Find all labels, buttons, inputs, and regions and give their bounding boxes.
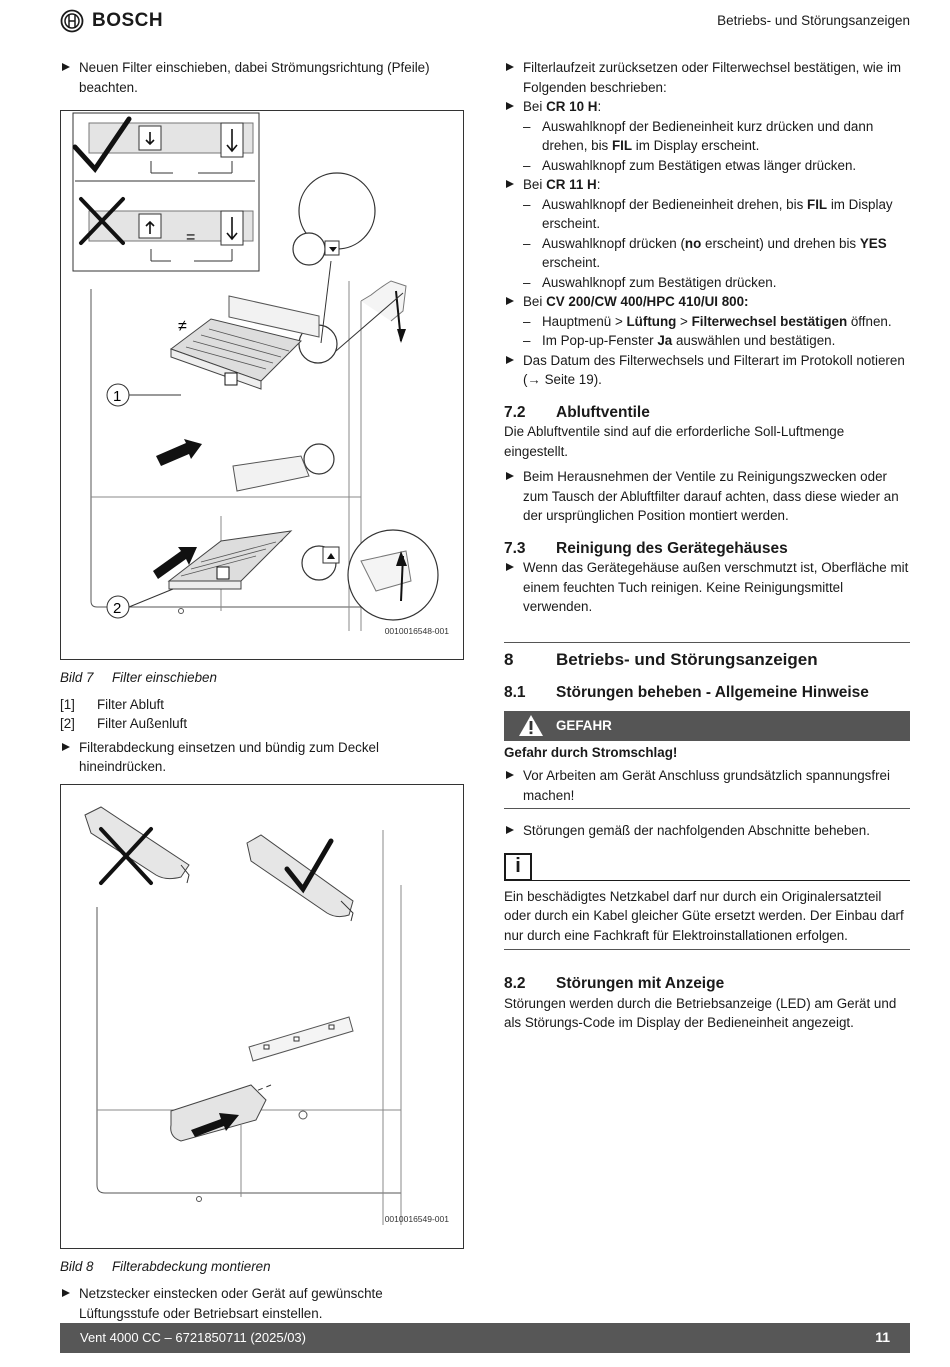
footer-doc-info: Vent 4000 CC – 6721850711 (2025/03) <box>80 1330 306 1346</box>
cr10-substep: Auswahlknopf zum Bestätigen etwas länger… <box>504 156 910 176</box>
step-cr10: Bei CR 10 H: <box>504 97 910 117</box>
page-number: 11 <box>875 1329 890 1346</box>
legend-item: [1] Filter Abluft <box>60 696 164 712</box>
section-7-3-bullet: Wenn das Gerätegehäuse außen verschmutzt… <box>504 558 910 617</box>
cr10-substep: Auswahlknopf der Bedieneinheit kurz drüc… <box>504 117 910 156</box>
info-notice-header: i <box>504 852 910 881</box>
page-footer: Vent 4000 CC – 6721850711 (2025/03) 11 <box>60 1323 910 1353</box>
step-insert-filter: Neuen Filter einschieben, dabei Strömung… <box>60 58 464 97</box>
section-8-1-heading: 8.1 Störungen beheben - Allgemeine Hinwe… <box>504 684 869 701</box>
step-insert-cover: Filterabdeckung einsetzen und bündig zum… <box>60 738 464 777</box>
danger-bullet: Vor Arbeiten am Gerät Anschluss grundsät… <box>504 766 910 805</box>
callout-1: 1 <box>113 388 121 405</box>
cr11-substep: Auswahlknopf zum Bestätigen drücken. <box>504 273 910 293</box>
info-rule <box>532 879 910 881</box>
brand-name: BOSCH <box>92 10 164 32</box>
figure-7-caption: Bild 7 Filter einschieben <box>60 668 464 688</box>
callout-2: 2 <box>113 600 121 617</box>
left-column: Neuen Filter einschieben, dabei Strömung… <box>60 58 464 1323</box>
figure-7-label: Bild 7 <box>60 670 94 685</box>
section-7-2-text: Die Abluftventile sind auf die erforderl… <box>504 424 845 459</box>
figure-8: 0010016549-001 <box>60 783 464 1249</box>
section-8-1-bullet: Störungen gemäß der nachfolgenden Abschn… <box>504 821 910 841</box>
section-7-3-heading: 7.3 Reinigung des Gerätegehäuses <box>504 539 788 557</box>
info-text: Ein beschädigtes Netzkabel darf nur durc… <box>504 888 904 943</box>
section-7-2-bullet: Beim Herausnehmen der Ventile zu Reinigu… <box>504 467 910 526</box>
neq-symbol: ≠ <box>178 318 187 335</box>
figure-8-label: Bild 8 <box>60 1258 94 1274</box>
step-reset-filter: Filterlaufzeit zurücksetzen oder Filterw… <box>504 58 910 97</box>
figure-8-id: 0010016549-001 <box>384 1214 449 1224</box>
figure-8-caption: Bild 8 Filterabdeckung montieren <box>60 1257 464 1277</box>
info-icon: i <box>504 852 532 881</box>
step-plug-in: Netzstecker einstecken oder Gerät auf ge… <box>60 1284 464 1323</box>
section-8-rule <box>504 641 910 643</box>
step-cr11: Bei CR 11 H: <box>504 175 910 195</box>
brand-logo: BOSCH <box>60 8 163 34</box>
danger-end-rule <box>504 808 910 809</box>
step-protocol: Das Datum des Filterwechsels und Filtera… <box>504 351 910 390</box>
header-section-title: Betriebs- und Störungsanzeigen <box>717 13 910 28</box>
danger-label: GEFAHR <box>556 717 612 733</box>
cr11-substep: Auswahlknopf drücken (no erscheint) und … <box>504 234 910 273</box>
warning-icon <box>519 715 543 736</box>
danger-title: Gefahr durch Stromschlag! <box>504 744 678 760</box>
figure-7-legend: [1] Filter Abluft [2] Filter Außenluft <box>60 695 464 734</box>
cv200-substep: Hauptmenü > Lüftung > Filterwechsel best… <box>504 312 910 332</box>
figure-7-id: 0010016548-001 <box>384 625 449 636</box>
danger-banner: GEFAHR <box>504 710 910 741</box>
section-8-2-text: Störungen werden durch die Betriebsanzei… <box>504 995 897 1031</box>
section-8-heading: 8 Betriebs- und Störungsanzeigen <box>504 649 818 669</box>
filter-insert-illustration: = ≠ 1 2 <box>72 112 439 631</box>
section-7-2-heading: 7.2 Abluftventile <box>504 403 650 421</box>
bosch-armature-icon <box>60 9 84 33</box>
step-cv200: Bei CV 200/CW 400/HPC 410/UI 800: <box>504 292 910 312</box>
figure-8-title: Filterabdeckung montieren <box>112 1258 271 1274</box>
eq-symbol: = <box>186 229 195 246</box>
section-8-2-heading: 8.2 Störungen mit Anzeige <box>504 975 725 992</box>
right-column: Filterlaufzeit zurücksetzen oder Filterw… <box>504 58 910 1033</box>
cover-mount-illustration <box>84 805 402 1225</box>
cv200-substep: Im Pop-up-Fenster Ja auswählen und bestä… <box>504 331 910 351</box>
info-end-rule <box>504 949 910 950</box>
figure-7-title: Filter einschieben <box>112 670 217 685</box>
cr11-substep: Auswahlknopf der Bedieneinheit drehen, b… <box>504 195 910 234</box>
figure-7: = ≠ 1 2 0010016548-001 <box>60 110 464 660</box>
legend-item: [2] Filter Außenluft <box>60 716 188 731</box>
